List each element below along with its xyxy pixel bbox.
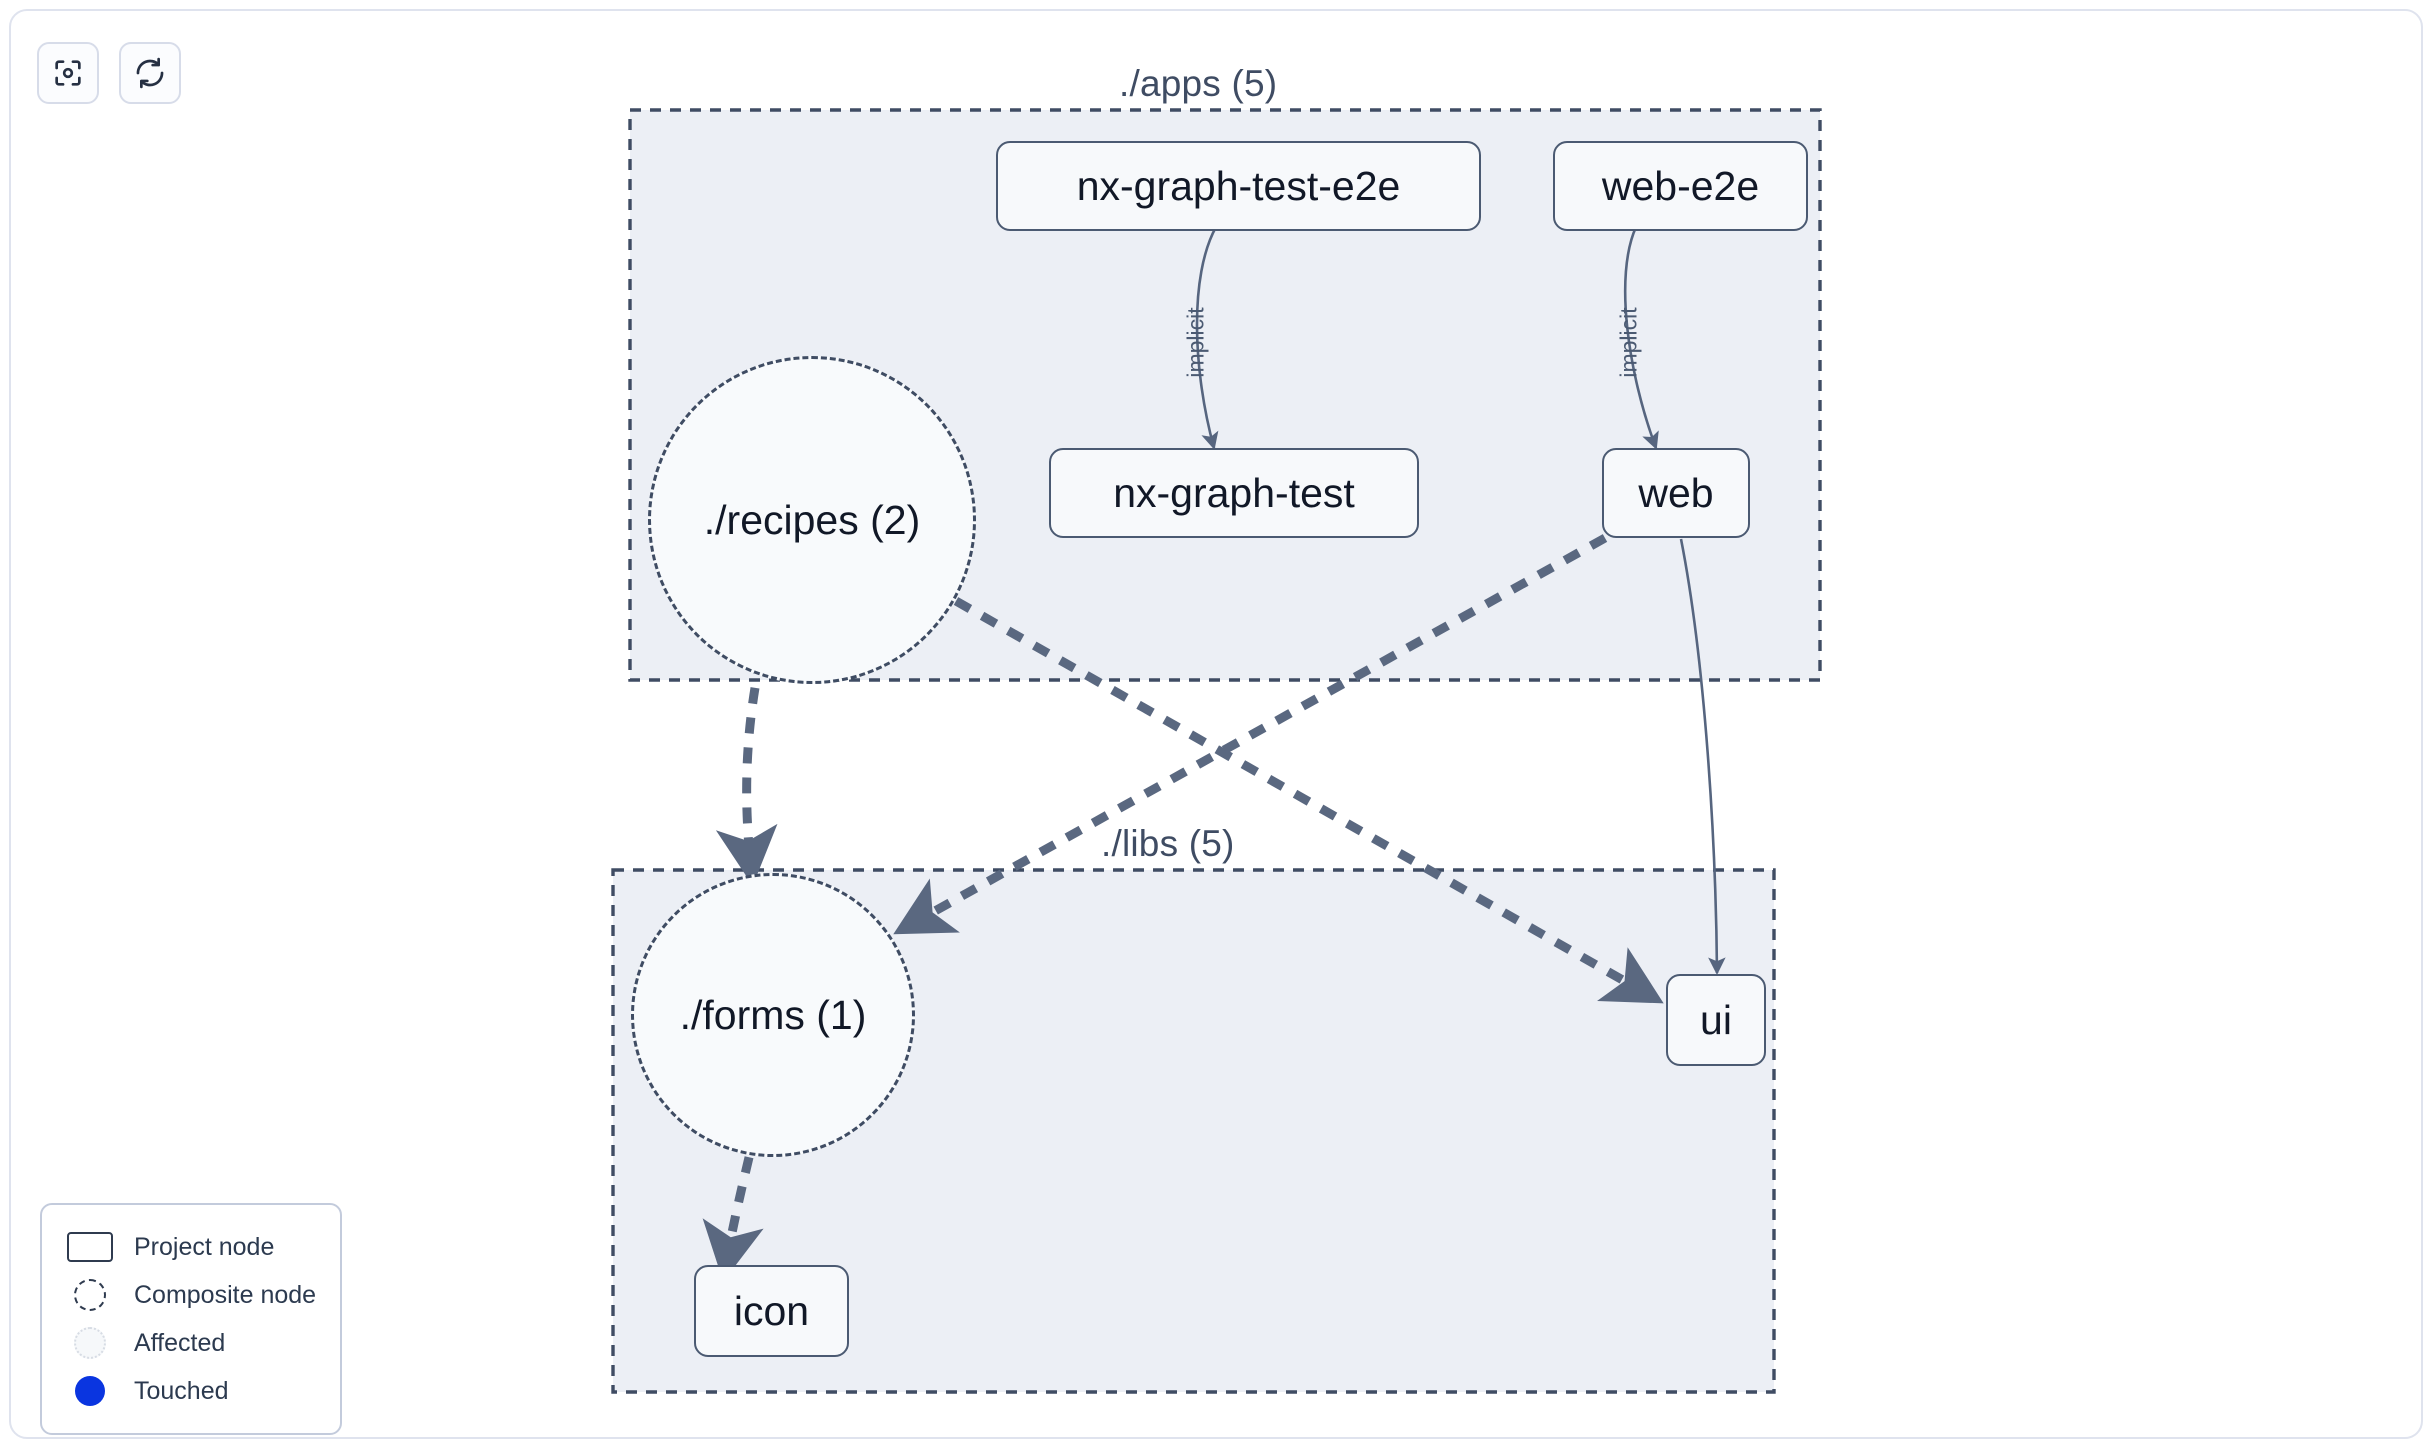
node-label: nx-graph-test xyxy=(1113,469,1355,516)
affected-node-swatch xyxy=(66,1325,114,1361)
node-label: nx-graph-test-e2e xyxy=(1076,162,1401,209)
node-recipes[interactable]: ./recipes (2) xyxy=(648,356,976,684)
composite-node-swatch xyxy=(66,1277,114,1313)
edge-nx-graph-test-e2e-to-nx-graph-test xyxy=(1195,226,1219,450)
node-web-e2e[interactable]: web-e2e xyxy=(1553,141,1808,231)
node-label: ./forms (1) xyxy=(679,991,867,1038)
group-label-apps: ./apps (5) xyxy=(1119,63,1278,104)
edge-label-implicit-web: implicit xyxy=(1615,307,1642,378)
legend-item-affected: Affected xyxy=(66,1319,320,1367)
edge-label-implicit-nx-graph-test: implicit xyxy=(1182,307,1209,378)
graph-canvas-panel[interactable]: ./apps (5) ./libs (5) nx-graph-test-e2e … xyxy=(9,9,2423,1439)
legend-label: Affected xyxy=(134,1328,226,1357)
edge-web-to-forms xyxy=(893,534,1608,935)
node-nx-graph-test-e2e[interactable]: nx-graph-test-e2e xyxy=(996,141,1481,231)
node-web[interactable]: web xyxy=(1602,448,1750,538)
node-ui[interactable]: ui xyxy=(1666,974,1766,1066)
node-label: ui xyxy=(1700,996,1732,1043)
project-node-swatch xyxy=(66,1229,114,1265)
graph-toolbar xyxy=(37,42,181,104)
legend-item-composite-node: Composite node xyxy=(66,1271,320,1319)
node-label: icon xyxy=(733,1287,810,1334)
node-label: web-e2e xyxy=(1601,162,1760,209)
edge-web-e2e-to-web xyxy=(1623,226,1659,450)
legend-item-project-node: Project node xyxy=(66,1223,320,1271)
focus-graph-button[interactable] xyxy=(37,42,99,104)
node-label: web xyxy=(1638,469,1714,516)
node-label: ./recipes (2) xyxy=(703,496,921,543)
node-icon[interactable]: icon xyxy=(694,1265,849,1357)
legend-label: Touched xyxy=(134,1376,229,1405)
graph-legend: Project node Composite node Affected Tou… xyxy=(40,1203,342,1435)
legend-item-touched: Touched xyxy=(66,1367,320,1415)
refresh-graph-button[interactable] xyxy=(119,42,181,104)
node-nx-graph-test[interactable]: nx-graph-test xyxy=(1049,448,1419,538)
touched-node-swatch xyxy=(66,1373,114,1409)
legend-label: Project node xyxy=(134,1232,275,1261)
group-label-libs: ./libs (5) xyxy=(1101,823,1235,864)
edge-recipes-to-ui xyxy=(953,597,1664,1004)
edge-web-to-ui xyxy=(1679,538,1726,975)
legend-label: Composite node xyxy=(134,1280,317,1309)
edge-forms-to-icon xyxy=(702,1126,764,1282)
node-forms[interactable]: ./forms (1) xyxy=(631,873,915,1157)
focus-target-icon xyxy=(51,56,85,90)
refresh-icon xyxy=(133,56,167,90)
